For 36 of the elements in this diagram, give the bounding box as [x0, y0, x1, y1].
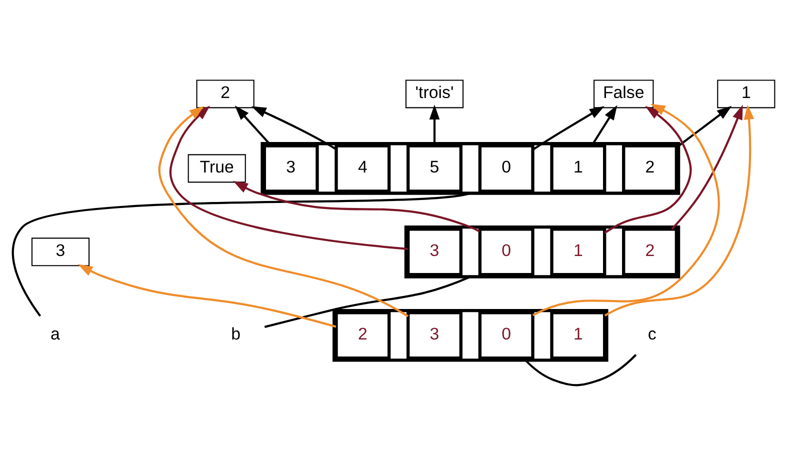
arrow — [233, 180, 480, 232]
node-box: 5 — [406, 144, 462, 193]
arrow — [671, 104, 743, 230]
node-box: 1 — [550, 144, 606, 193]
node-box: 0 — [478, 228, 534, 276]
arrow — [169, 106, 408, 250]
connector — [264, 276, 471, 328]
arrow — [251, 106, 337, 150]
node-box: 'trois' — [405, 80, 464, 108]
node-box: 0 — [478, 144, 534, 193]
connector — [524, 354, 637, 386]
node-box: False — [594, 80, 654, 108]
node-box: 3 — [31, 238, 90, 266]
node-box: 3 — [406, 228, 462, 276]
node-box: 1 — [550, 311, 606, 360]
arrow — [78, 264, 336, 328]
node-box: 0 — [478, 311, 534, 360]
node-text: a — [50, 324, 60, 344]
node-text: c — [648, 324, 656, 344]
connector — [12, 192, 471, 317]
node-box: 1 — [550, 228, 606, 276]
arrow — [158, 106, 409, 318]
node-box: True — [188, 154, 246, 183]
node-box: 2 — [196, 80, 254, 108]
node-box: 3 — [262, 144, 319, 193]
node-box: 1 — [717, 80, 776, 108]
node-box: 4 — [334, 144, 391, 193]
arrow — [604, 106, 692, 234]
arrow — [532, 106, 604, 150]
arrow — [604, 104, 754, 317]
node-box: 2 — [622, 228, 678, 276]
node-box: 2 — [622, 144, 678, 193]
arrow — [532, 104, 720, 316]
node-box: 3 — [406, 311, 462, 360]
node-box: 2 — [334, 311, 391, 360]
node-text: b — [231, 324, 241, 344]
